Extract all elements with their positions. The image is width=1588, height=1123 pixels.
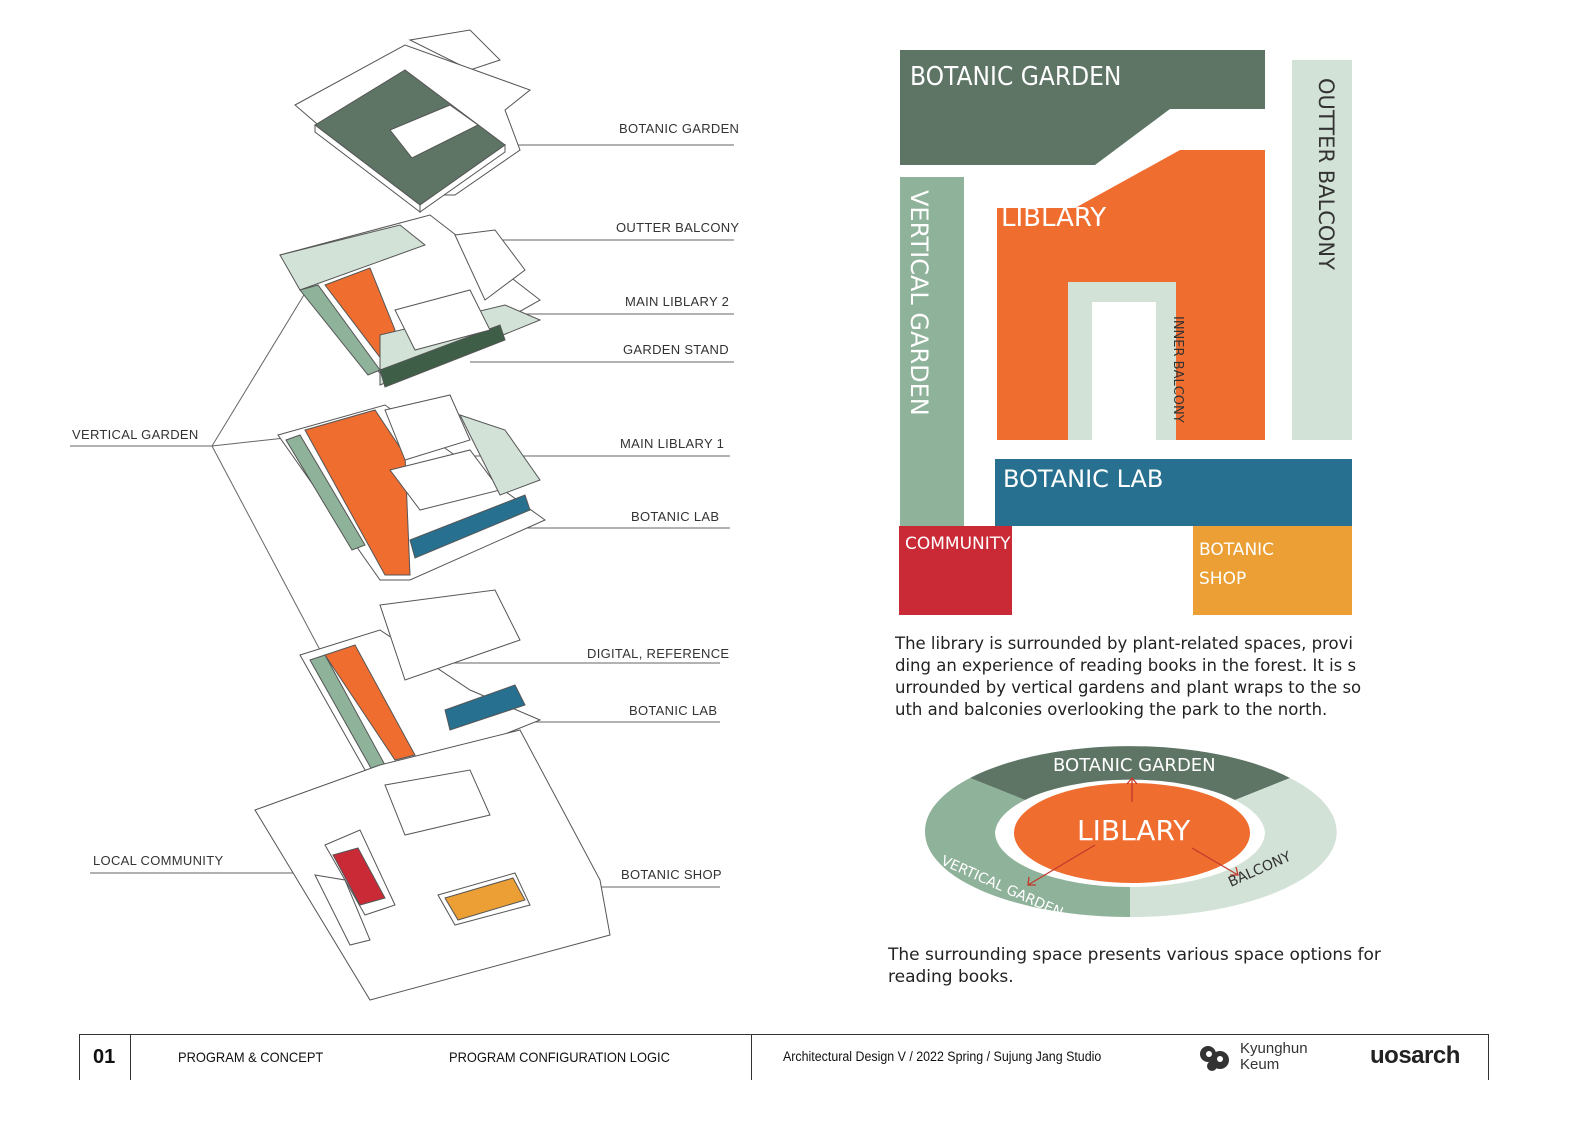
description-2-line: The surrounding space presents various s… — [888, 945, 1381, 965]
block-botanic-garden — [900, 50, 1265, 165]
footer-course: Architectural Design V / 2022 Spring / S… — [783, 1049, 1102, 1064]
footer-author-line2: Keum — [1240, 1056, 1280, 1073]
block-community — [899, 526, 1012, 615]
description-1-line: urrounded by vertical gardens and plant … — [895, 678, 1362, 697]
ring-label-library: LIBLARY — [1077, 814, 1191, 847]
footer-section: PROGRAM & CONCEPT — [178, 1049, 324, 1065]
block-label-botanic-lab: BOTANIC LAB — [1003, 465, 1164, 493]
description-2: The surrounding space presents various s… — [888, 944, 1381, 988]
footer-right-rule — [1488, 1034, 1489, 1080]
label-botanic-lab-2: BOTANIC LAB — [629, 703, 718, 718]
block-label-botanic-shop-line1: BOTANIC — [1199, 540, 1275, 560]
label-vertical-garden: VERTICAL GARDEN — [72, 427, 199, 442]
footer-author-line1: Kyunghun — [1240, 1040, 1308, 1057]
block-label-botanic-garden: BOTANIC GARDEN — [910, 62, 1122, 92]
label-botanic-shop: BOTANIC SHOP — [621, 867, 722, 882]
description-1: The library is surrounded by plant-relat… — [895, 633, 1361, 721]
ring-diagram — [924, 746, 1337, 918]
block-botanic-shop — [1193, 526, 1352, 615]
label-digital-reference: DIGITAL, REFERENCE — [587, 646, 730, 661]
ring-balcony — [1130, 778, 1337, 918]
level-3 — [277, 394, 546, 581]
footer-page-number: 01 — [93, 1046, 116, 1068]
label-garden-stand: GARDEN STAND — [623, 342, 729, 357]
program-block-diagram — [899, 50, 1352, 615]
label-main-library-2: MAIN LIBLARY 2 — [625, 294, 730, 309]
block-library — [997, 150, 1265, 440]
level-4 — [279, 214, 542, 388]
footer-divider-1 — [130, 1034, 131, 1080]
description-1-line: uth and balconies overlooking the park t… — [895, 700, 1328, 719]
block-inner-balcony — [1068, 282, 1176, 440]
block-label-botanic-shop-line2: SHOP — [1199, 569, 1247, 589]
label-botanic-lab-1: BOTANIC LAB — [631, 509, 720, 524]
ring-label-botanic-garden: BOTANIC GARDEN — [1053, 755, 1216, 776]
footer-title: PROGRAM CONFIGURATION LOGIC — [449, 1049, 670, 1065]
block-label-inner-balcony: INNER BALCONY — [1170, 316, 1185, 423]
ring-vertical-garden — [924, 778, 1130, 917]
description-1-line: ding an experience of reading books in t… — [895, 656, 1357, 675]
block-vertical-garden — [900, 177, 964, 527]
label-main-library-1: MAIN LIBLARY 1 — [620, 436, 725, 451]
description-2-line: reading books. — [888, 967, 1014, 987]
block-label-library: LIBLARY — [1001, 203, 1107, 233]
roof-level — [294, 29, 532, 214]
description-1-line: The library is surrounded by plant-relat… — [895, 634, 1353, 653]
footer-divider-2 — [751, 1034, 752, 1080]
footer-left-rule — [79, 1034, 80, 1080]
level-2 — [299, 589, 542, 771]
label-botanic-garden: BOTANIC GARDEN — [619, 121, 740, 136]
ring-botanic-garden — [970, 746, 1290, 800]
label-outter-balcony: OUTTER BALCONY — [616, 220, 740, 235]
level-1 — [254, 729, 611, 1001]
block-botanic-lab — [995, 459, 1352, 526]
label-local-community: LOCAL COMMUNITY — [93, 853, 224, 868]
block-outter-balcony — [1292, 60, 1352, 440]
footer-top-rule — [79, 1034, 1489, 1035]
footer-logo-uosarch: uosarch — [1370, 1042, 1460, 1069]
block-label-botanic-shop: BOTANIC SHOP — [1199, 536, 1274, 594]
block-label-outter-balcony: OUTTER BALCONY — [1314, 78, 1338, 270]
footer-author: Kyunghun Keum — [1240, 1041, 1308, 1073]
block-label-community: COMMUNITY — [905, 534, 1011, 554]
exploded-axonometric — [70, 29, 734, 1001]
block-label-vertical-garden: VERTICAL GARDEN — [905, 190, 933, 416]
author-logo-icon — [1200, 1046, 1229, 1071]
